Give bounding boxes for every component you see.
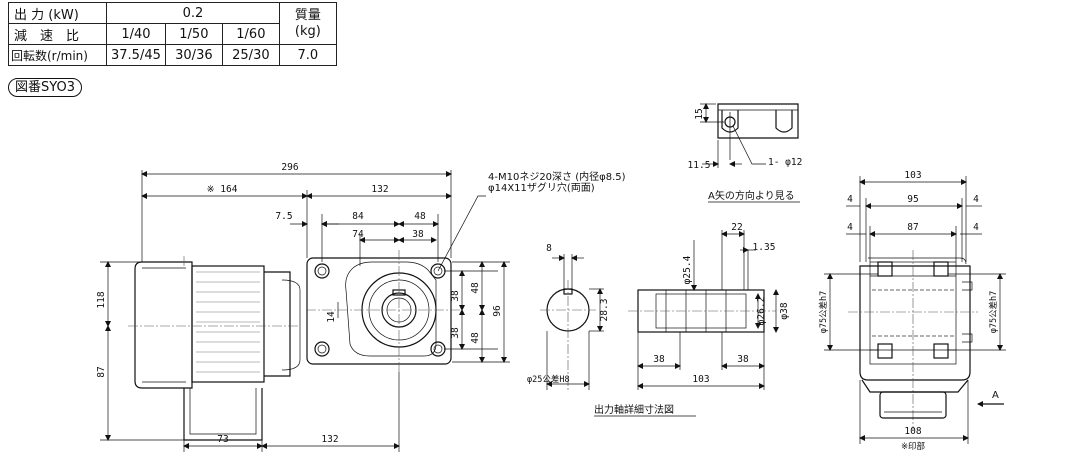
speed-2: 30/36 <box>164 44 223 66</box>
dim-4-d: 4 <box>973 222 979 233</box>
adaptor-curve <box>281 279 301 371</box>
spec-table: 出 力 (kW) 0.2 質量 (kg) 減 速 比 1/40 1/50 1/6… <box>8 2 337 66</box>
dim-4-a: 4 <box>847 194 853 205</box>
dim-75h7-left: φ75公差h7 <box>818 291 829 334</box>
speed-label: 回転数(r/min) <box>8 44 107 66</box>
end-view: 103 95 4 4 87 4 4 φ75公差h7 φ75公差h7 108 ※印… <box>818 170 1006 452</box>
dim-103-s: 103 <box>692 374 709 385</box>
dim-96: 96 <box>492 305 503 317</box>
dim-48-r1: 48 <box>470 282 481 294</box>
mass-label-1: 質量 <box>294 7 321 23</box>
dim-8: 8 <box>546 243 552 254</box>
endcap-edge <box>142 267 186 383</box>
dim-103-top: 103 <box>904 170 921 181</box>
arrow-a-label: A <box>992 390 999 401</box>
dim-132-bottom: 132 <box>321 434 338 445</box>
dim-11-5: 11.5 <box>688 160 711 171</box>
a-view-body <box>717 103 799 139</box>
dim-38-dia: φ38 <box>779 302 790 319</box>
a-view: 15 11.5 1- φ12 A矢の方向より見る <box>688 103 802 203</box>
dim-4-c: 4 <box>847 222 853 233</box>
dim-164: ※ 164 <box>207 184 238 195</box>
dim-1-35: 1.35 <box>753 242 776 253</box>
shaft-end-view: 8 28.3 φ25公差H8 <box>527 243 610 392</box>
dim-48-r2: 48 <box>470 332 481 344</box>
a-view-caption: A矢の方向より見る <box>708 189 795 202</box>
dim-38-top: 38 <box>412 229 424 240</box>
gear-case-boss <box>345 261 437 357</box>
dim-84: 84 <box>352 211 364 222</box>
screw-leader <box>437 195 486 272</box>
dim-25h8: φ25公差H8 <box>527 374 570 385</box>
dim-26-2: φ26.2 <box>756 297 767 326</box>
ratio-label: 減 速 比 <box>8 23 107 45</box>
mass-label-2: (kg) <box>294 23 321 39</box>
dim-118: 118 <box>96 291 107 308</box>
dim-38-r2: 38 <box>450 327 461 339</box>
dim-1-12: 1- φ12 <box>768 157 802 168</box>
screw-note-1: 4-M10ネジ20深さ (内径φ8.5) <box>488 170 626 183</box>
dim-7-5: 7.5 <box>275 211 292 222</box>
dim-296: 296 <box>281 162 298 173</box>
dim-15: 15 <box>694 108 705 119</box>
dim-75h7-right: φ75公差h7 <box>988 291 999 334</box>
dim-14: 14 <box>326 311 337 323</box>
shaft-section: 38 38 103 22 1.35 φ25.4 φ26.2 φ38 出力軸詳細寸… <box>594 222 790 417</box>
motor-fins <box>196 271 260 373</box>
dim-38-s2: 38 <box>737 354 749 365</box>
dim-87: 87 <box>96 366 107 377</box>
dim-4-b: 4 <box>973 194 979 205</box>
dim-87-top: 87 <box>907 222 918 233</box>
dim-74: 74 <box>352 229 364 240</box>
figure-label: 図番SYO3 <box>8 78 82 97</box>
side-view: 296 ※ 164 132 7.5 84 48 74 38 118 87 14 <box>96 162 626 452</box>
ratio-3: 1/60 <box>221 23 280 45</box>
motor-endcap <box>134 261 193 389</box>
adaptor <box>264 271 291 377</box>
dim-38-s1: 38 <box>653 354 665 365</box>
gear-case <box>306 257 452 365</box>
speed-3: 25/30 <box>221 44 280 66</box>
stamp-note: ※印部 <box>901 441 926 452</box>
screw-note-2: φ14X11ザグリ穴(両面) <box>488 181 595 194</box>
shaft-detail-label: 出力軸詳細寸法図 <box>594 403 674 416</box>
dim-95: 95 <box>907 194 918 205</box>
dim-22: 22 <box>731 222 742 233</box>
motor-body <box>191 265 265 383</box>
dim-108: 108 <box>904 426 921 437</box>
end-view-case <box>859 265 971 381</box>
dim-28-3: 28.3 <box>599 299 610 322</box>
dim-38-r1: 38 <box>450 290 461 302</box>
ratio-1: 1/40 <box>106 23 166 45</box>
ratio-2: 1/50 <box>164 23 223 45</box>
terminal-box <box>183 388 263 441</box>
dim-132-top: 132 <box>371 184 388 195</box>
dim-25-4: φ25.4 <box>682 255 693 284</box>
terminal-box-inner <box>189 388 257 435</box>
dim-48-top: 48 <box>414 211 426 222</box>
end-view-terminal <box>879 391 947 419</box>
dim-73: 73 <box>217 434 228 445</box>
mass-value: 7.0 <box>278 44 337 66</box>
